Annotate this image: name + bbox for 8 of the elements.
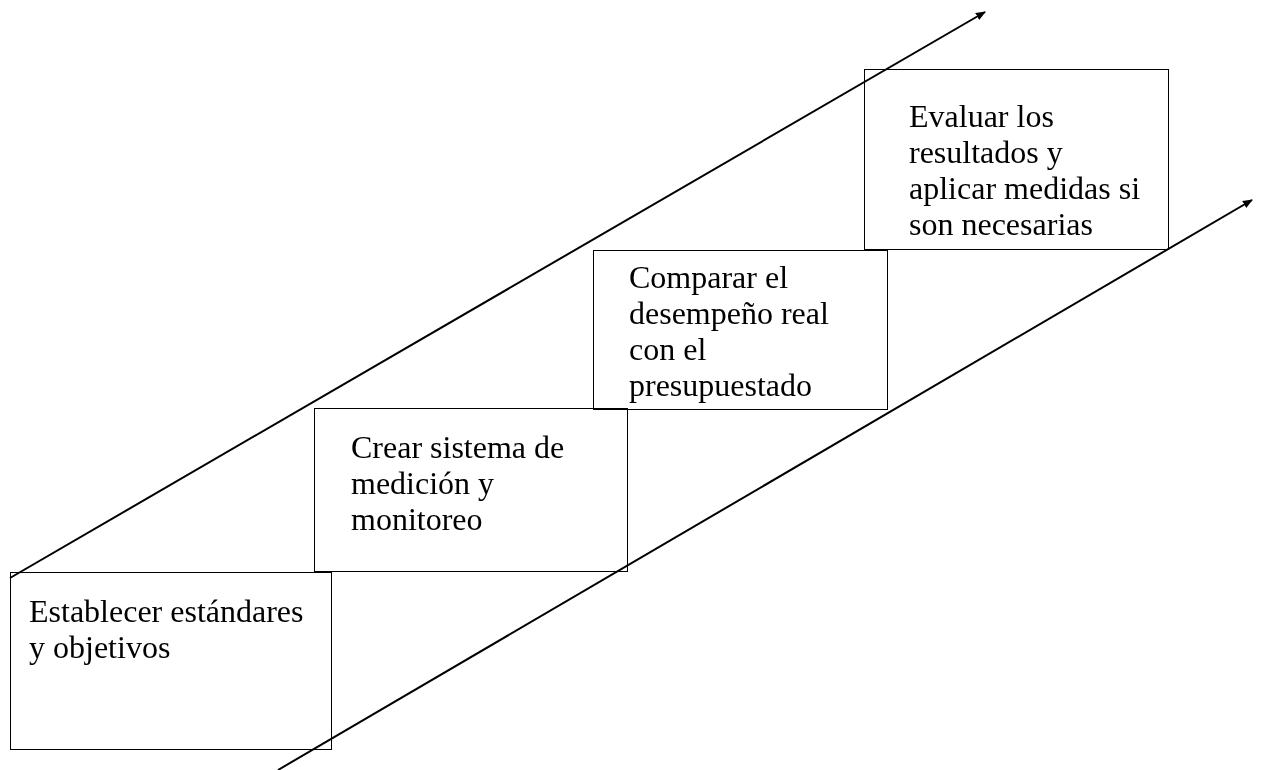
step-text: Crear sistema de medición y monitoreo bbox=[351, 429, 566, 537]
step-text: Evaluar los resultados y aplicar medidas si son necesarias bbox=[909, 98, 1142, 242]
process-box bbox=[864, 69, 1169, 250]
step-text: Establecer estándares y objetivos bbox=[29, 593, 305, 665]
process-box bbox=[314, 408, 628, 572]
process-box bbox=[10, 572, 332, 750]
process-box bbox=[593, 250, 888, 410]
step-text: Comparar el desempeño real con el presupuestado bbox=[629, 259, 830, 403]
